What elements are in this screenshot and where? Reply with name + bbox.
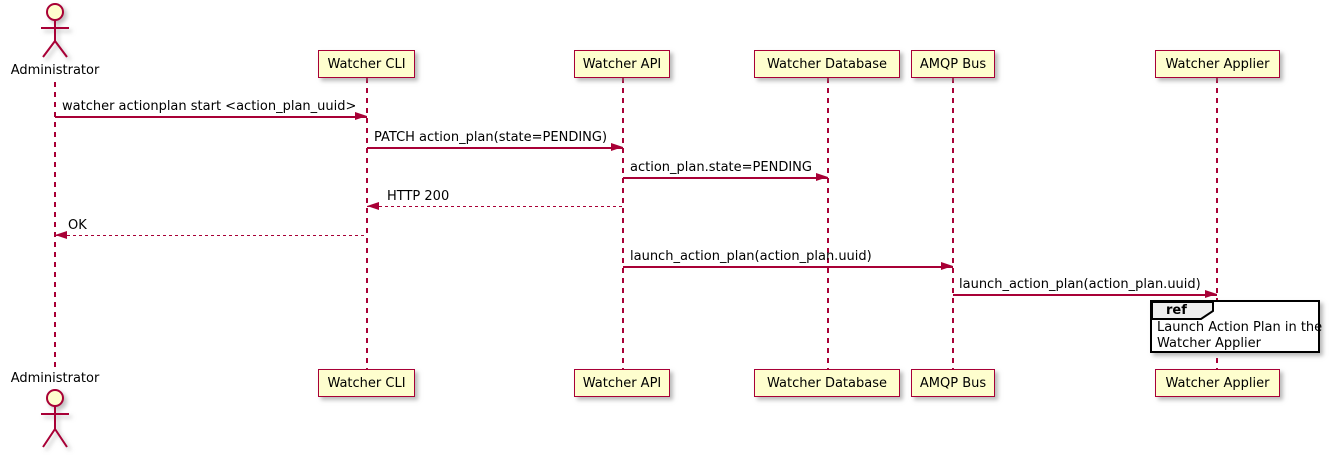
participant-label: Watcher API bbox=[582, 375, 662, 391]
ref-tab-icon bbox=[1151, 301, 1214, 320]
participant-watcher-cli-bottom: Watcher CLI bbox=[318, 369, 415, 397]
arrowhead-right-icon bbox=[816, 173, 828, 181]
lifeline-watcher-cli bbox=[366, 78, 368, 369]
arrowhead-right-icon bbox=[1205, 290, 1217, 298]
participant-watcher-database-bottom: Watcher Database bbox=[754, 369, 900, 397]
participant-label: Watcher Applier bbox=[1165, 375, 1270, 391]
message-line bbox=[55, 235, 367, 236]
participant-amqp-bus-top: AMQP Bus bbox=[911, 50, 995, 78]
message-line bbox=[367, 147, 623, 149]
lifeline-watcher-api bbox=[622, 78, 624, 369]
participant-watcher-applier-bottom: Watcher Applier bbox=[1155, 369, 1280, 397]
participant-watcher-cli-top: Watcher CLI bbox=[318, 50, 415, 78]
participant-label: Watcher Applier bbox=[1165, 56, 1270, 72]
participant-watcher-api-top: Watcher API bbox=[574, 50, 670, 78]
participant-label: Watcher Database bbox=[767, 375, 887, 391]
actor-label-top: Administrator bbox=[10, 63, 100, 78]
ref-text-line: Launch Action Plan in the bbox=[1157, 320, 1323, 335]
lifeline-amqp-bus bbox=[952, 78, 954, 369]
actor-icon-bottom bbox=[41, 389, 69, 448]
participant-label: Watcher CLI bbox=[327, 56, 406, 72]
arrowhead-left-icon bbox=[55, 231, 67, 239]
ref-text-line: Watcher Applier bbox=[1157, 336, 1261, 351]
participant-watcher-database-top: Watcher Database bbox=[754, 50, 900, 78]
lifeline-watcher-applier bbox=[1216, 78, 1218, 369]
participant-amqp-bus-bottom: AMQP Bus bbox=[911, 369, 995, 397]
participant-label: AMQP Bus bbox=[919, 56, 987, 72]
message-line bbox=[55, 116, 367, 118]
ref-fragment: ref Launch Action Plan in the Watcher Ap… bbox=[1150, 300, 1323, 353]
message-label: action_plan.state=PENDING bbox=[630, 160, 812, 175]
arrowhead-right-icon bbox=[941, 262, 953, 270]
actor-label-bottom: Administrator bbox=[10, 371, 100, 386]
participant-label: Watcher API bbox=[582, 56, 662, 72]
message-label: watcher actionplan start <action_plan_uu… bbox=[62, 99, 357, 114]
message-label: OK bbox=[68, 218, 87, 233]
lifeline-watcher-database bbox=[827, 78, 829, 369]
participant-label: Watcher CLI bbox=[327, 375, 406, 391]
participant-label: Watcher Database bbox=[767, 56, 887, 72]
message-label: launch_action_plan(action_plan.uuid) bbox=[959, 277, 1201, 292]
arrowhead-right-icon bbox=[355, 112, 367, 120]
arrowhead-left-icon bbox=[367, 202, 379, 210]
message-label: PATCH action_plan(state=PENDING) bbox=[374, 130, 608, 145]
message-label: HTTP 200 bbox=[387, 189, 450, 204]
message-line bbox=[623, 266, 953, 268]
message-line bbox=[623, 177, 828, 179]
message-line bbox=[367, 206, 623, 207]
participant-watcher-api-bottom: Watcher API bbox=[574, 369, 670, 397]
actor-icon-top bbox=[41, 3, 69, 58]
message-label: launch_action_plan(action_plan.uuid) bbox=[630, 249, 872, 264]
arrowhead-right-icon bbox=[611, 143, 623, 151]
participant-label: AMQP Bus bbox=[919, 375, 987, 391]
lifeline-administrator bbox=[54, 82, 56, 370]
ref-keyword: ref bbox=[1166, 303, 1187, 318]
participant-watcher-applier-top: Watcher Applier bbox=[1155, 50, 1280, 78]
message-line bbox=[953, 294, 1217, 296]
